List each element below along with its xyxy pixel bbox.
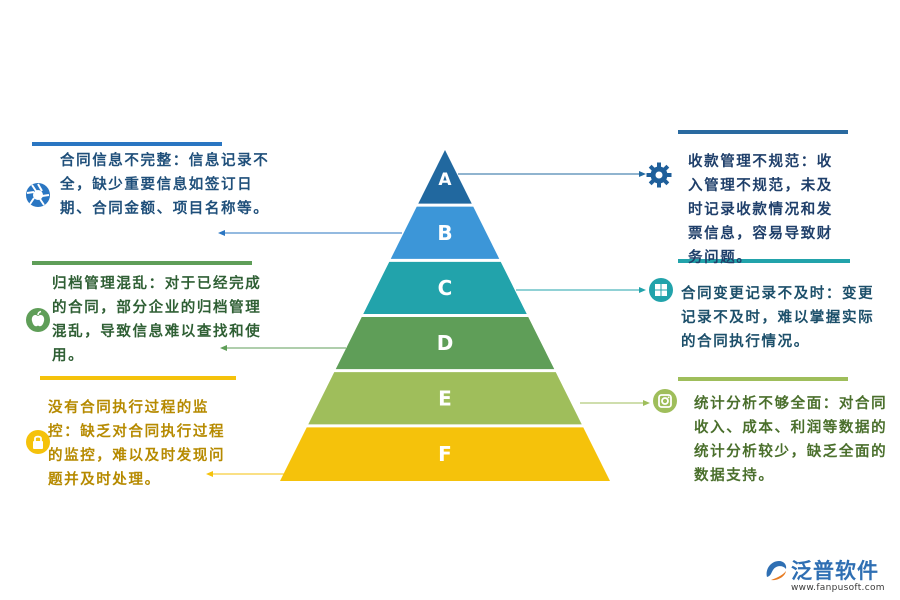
pyramid-label-a: A bbox=[438, 170, 452, 190]
pyramid-level-b bbox=[390, 206, 500, 259]
brand-name: 泛普软件 bbox=[791, 559, 879, 583]
brand-logo-icon bbox=[766, 561, 787, 581]
pyramid-level-e bbox=[308, 372, 582, 425]
connector-right-1 bbox=[458, 171, 646, 177]
pyramid-level-a bbox=[418, 150, 472, 204]
instagram-icon bbox=[653, 389, 677, 413]
pyramid-level-c bbox=[363, 261, 527, 314]
connector-right-3 bbox=[580, 400, 650, 406]
note-right-1: 收款管理不规范：收入管理不规范，未及时记录收款情况和发票信息，容易导致财务问题。 bbox=[688, 154, 833, 266]
note-right-2: 合同变更记录不及时：变更记录不及时，难以掌握实际的合同执行情况。 bbox=[681, 286, 875, 350]
left-bar-2 bbox=[32, 261, 252, 265]
brand-url: www.fanpusoft.com bbox=[791, 583, 885, 593]
connector-left-3 bbox=[206, 471, 292, 477]
left-bar-1 bbox=[32, 142, 222, 146]
pyramid-label-e: E bbox=[438, 386, 452, 410]
pyramid: A B C D E F bbox=[280, 150, 610, 481]
connector-left-2 bbox=[220, 345, 346, 351]
right-bar-3 bbox=[678, 377, 848, 381]
pyramid-label-b: B bbox=[437, 221, 452, 245]
connector-left-1 bbox=[218, 230, 402, 236]
pyramid-label-f: F bbox=[438, 442, 452, 466]
apple-icon bbox=[26, 308, 50, 332]
pyramid-level-d bbox=[335, 317, 555, 370]
pyramid-label-d: D bbox=[437, 331, 454, 355]
right-bar-2 bbox=[678, 259, 850, 263]
note-left-2: 归档管理混乱：对于已经完成的合同，部分企业的归档管理混乱，导致信息难以查找和使用… bbox=[52, 276, 262, 364]
brand-logo[interactable]: 泛普软件 www.fanpusoft.com bbox=[763, 555, 888, 595]
gear-icon bbox=[646, 162, 672, 188]
right-bar-1 bbox=[678, 130, 848, 134]
windows-icon bbox=[649, 278, 673, 302]
note-right-3: 统计分析不够全面：对合同收入、成本、利润等数据的统计分析较少，缺乏全面的数据支持… bbox=[694, 396, 888, 484]
lock-icon bbox=[26, 430, 50, 454]
pyramid-level-f bbox=[280, 427, 610, 481]
pyramid-label-c: C bbox=[438, 276, 453, 300]
note-left-1: 合同信息不完整：信息记录不全，缺少重要信息如签订日期、合同金额、项目名称等。 bbox=[60, 153, 270, 217]
connector-right-2 bbox=[516, 287, 646, 293]
left-bar-3 bbox=[40, 376, 236, 380]
note-left-3: 没有合同执行过程的监控：缺乏对合同执行过程的监控，难以及时发现问题并及时处理。 bbox=[48, 400, 226, 488]
aperture-icon bbox=[26, 183, 50, 207]
